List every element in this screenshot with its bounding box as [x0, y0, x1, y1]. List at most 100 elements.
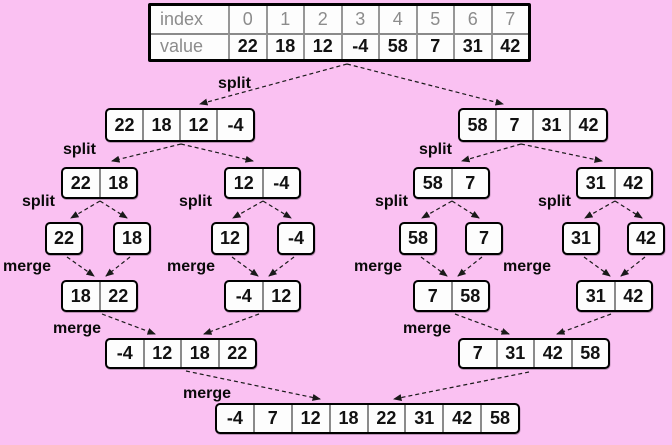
- split-pair-31-42: 31 42: [576, 167, 653, 199]
- array-cell: 18: [142, 110, 179, 140]
- array-cell: 7: [450, 169, 489, 197]
- array-cell: 58: [407, 228, 429, 248]
- array-cell: 42: [613, 282, 652, 310]
- value-cell: 42: [490, 32, 528, 59]
- array-cell: 31: [532, 110, 569, 140]
- arrow: [70, 200, 101, 219]
- array-cell: 42: [635, 228, 657, 248]
- merge-label: merge: [403, 320, 452, 337]
- array-cell: 12: [290, 405, 329, 432]
- arrow: [231, 256, 259, 277]
- merge-label: merge: [503, 258, 552, 275]
- array-cell: 7: [478, 228, 489, 248]
- index-cell: 6: [453, 6, 491, 33]
- merge-label: merge: [3, 258, 52, 275]
- arrow: [105, 256, 131, 277]
- array-cell: 42: [569, 110, 606, 140]
- index-cell: 3: [340, 6, 379, 33]
- single-18: 18: [113, 222, 151, 255]
- array-cell: 58: [450, 282, 489, 310]
- array-cell: -4: [226, 408, 243, 428]
- array-cell: 31: [585, 285, 606, 306]
- value-cell: 58: [378, 32, 416, 59]
- split-pair-22-18: 22 18: [61, 167, 138, 199]
- value-cell: 18: [265, 32, 303, 59]
- arrow: [520, 143, 603, 163]
- array-cell: 7: [495, 110, 532, 140]
- array-cell: 22: [366, 405, 405, 432]
- array-cell: 42: [533, 340, 571, 367]
- arrow: [66, 256, 95, 277]
- merged-pair--4-12: -4 12: [224, 280, 301, 312]
- array-cell: 12: [233, 172, 254, 193]
- index-cell: 7: [490, 6, 529, 33]
- arrow: [454, 313, 510, 335]
- arrow: [393, 371, 530, 401]
- arrow: [185, 370, 321, 401]
- arrow: [111, 143, 182, 163]
- arrow: [614, 200, 643, 219]
- index-cell: 1: [265, 6, 304, 33]
- single-7: 7: [465, 222, 503, 255]
- array-cell: 31: [404, 405, 442, 432]
- array-cell: 18: [328, 405, 367, 432]
- array-cell: 58: [467, 114, 488, 135]
- index-cell: 5: [415, 6, 454, 33]
- array-cell: 22: [53, 228, 75, 248]
- arrow: [583, 256, 611, 277]
- arrow: [203, 313, 260, 335]
- value-cell: 31: [453, 32, 491, 59]
- array-cell: 7: [472, 343, 483, 363]
- array-cell: 22: [217, 340, 256, 367]
- value-cell: 7: [415, 32, 453, 59]
- merge-label: merge: [53, 320, 102, 337]
- arrow: [584, 200, 616, 219]
- array-cell: -4: [287, 228, 304, 248]
- split-pair-58-7: 58 7: [413, 167, 490, 199]
- array-cell: -4: [235, 285, 252, 306]
- array-cell: 12: [261, 282, 300, 310]
- array-cell: 12: [179, 110, 216, 140]
- array-cell: 18: [98, 169, 137, 197]
- array-cell: -4: [116, 343, 133, 363]
- split-label: split: [179, 193, 212, 210]
- array-cell: 58: [422, 172, 443, 193]
- array-cell: 42: [442, 405, 480, 432]
- array-cell: 22: [114, 114, 135, 135]
- arrow: [101, 313, 156, 335]
- arrow: [420, 256, 448, 277]
- array-cell: 31: [570, 228, 592, 248]
- array-cell: -4: [216, 110, 253, 140]
- array-cell: 31: [585, 172, 606, 193]
- array-cell: 12: [142, 340, 181, 367]
- index-cell: 0: [228, 6, 266, 33]
- merge-label: merge: [167, 258, 216, 275]
- array-cell: 58: [480, 405, 518, 432]
- index-cell: 4: [378, 6, 416, 33]
- arrow: [457, 256, 483, 277]
- arrow: [421, 200, 453, 219]
- single-42: 42: [627, 222, 665, 255]
- arrow: [232, 200, 264, 219]
- single-31: 31: [562, 222, 600, 255]
- array-cell: 18: [180, 340, 218, 367]
- single-22: 22: [45, 222, 83, 255]
- index-cell: 2: [303, 6, 341, 33]
- split-label: split: [375, 193, 408, 210]
- arrow: [346, 63, 504, 106]
- merge-label: merge: [183, 385, 232, 402]
- array-cell: 58: [570, 340, 609, 367]
- array-cell: 12: [219, 228, 241, 248]
- single-12: 12: [211, 222, 249, 255]
- value-cell: 22: [228, 32, 266, 59]
- array-cell: 22: [70, 172, 91, 193]
- arrow: [461, 143, 522, 163]
- array-cell: 42: [613, 169, 652, 197]
- arrow: [180, 143, 254, 163]
